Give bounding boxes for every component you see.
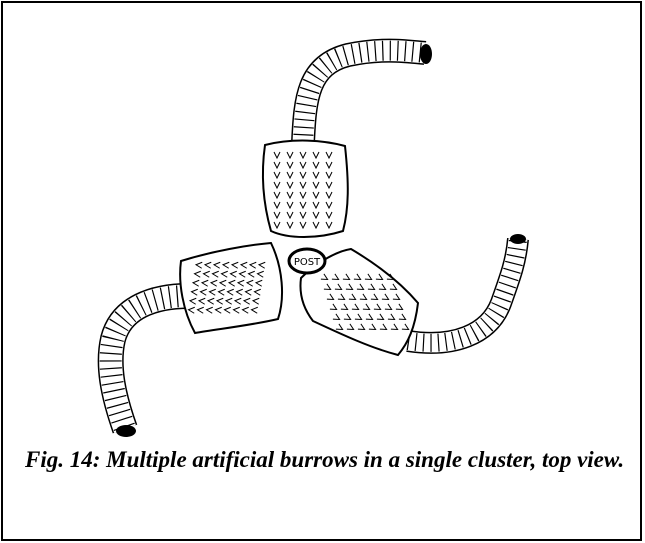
tunnel-opening-east [510, 234, 526, 244]
figure-caption: Fig. 14: Multiple artificial burrows in … [25, 444, 625, 475]
tunnel-opening-west [116, 425, 136, 437]
tunnel-west [111, 296, 193, 437]
chamber-north [263, 141, 348, 237]
post: POST [289, 249, 325, 273]
post-label: POST [294, 257, 321, 268]
tunnel-north [303, 44, 432, 143]
chamber-west [180, 243, 282, 333]
tunnel-east [408, 234, 526, 343]
tunnel-opening-north [420, 44, 432, 64]
